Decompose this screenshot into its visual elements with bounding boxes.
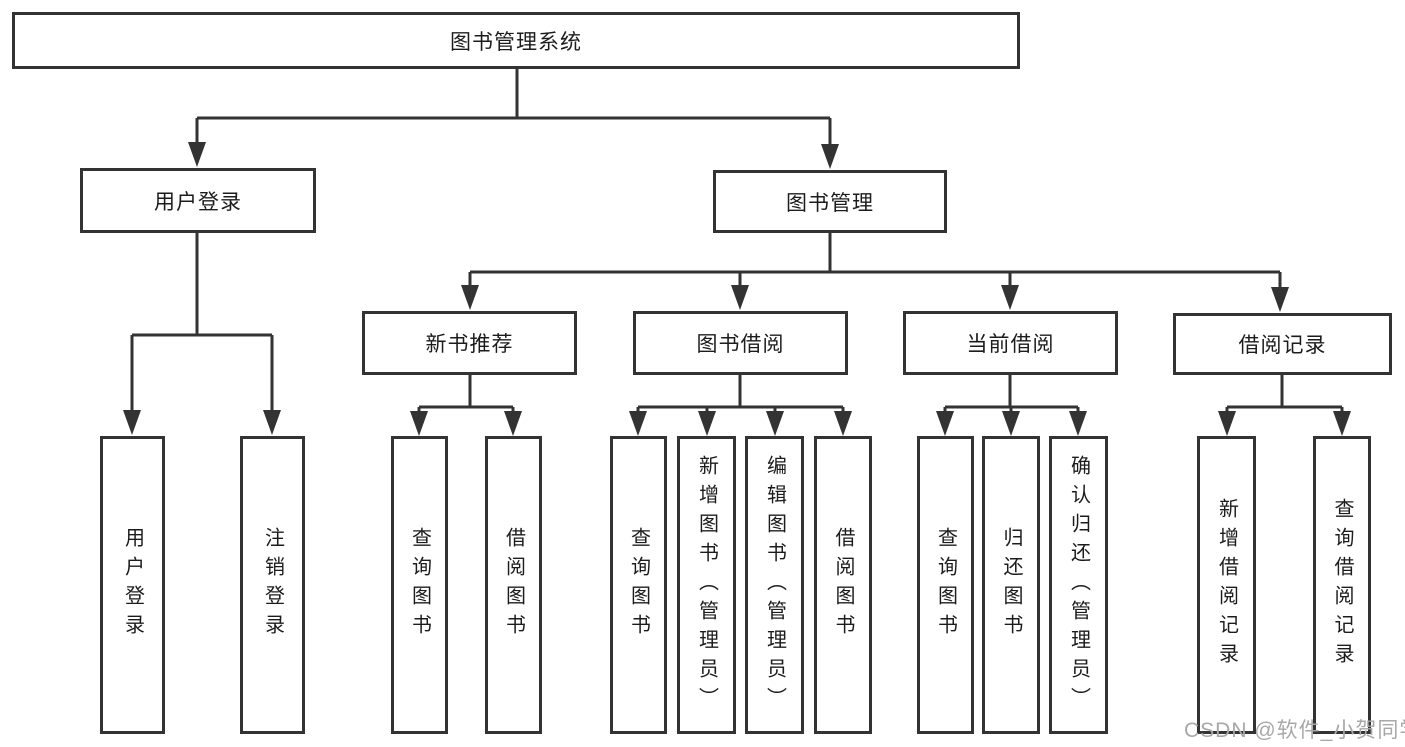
leaf-query-book-recommend: 查询图书 (391, 436, 448, 734)
leaf-label: 确认归还（管理员） (1067, 454, 1090, 716)
leaf-add-borrow-record: 新增借阅记录 (1197, 436, 1256, 734)
node-root: 图书管理系统 (12, 12, 1020, 69)
leaf-return-book: 归还图书 (982, 436, 1040, 734)
leaf-label: 注销登录 (261, 527, 284, 643)
leaf-label: 查询图书 (408, 527, 431, 643)
leaf-label: 编辑图书（管理员） (763, 454, 786, 716)
node-new-book-recommend: 新书推荐 (362, 311, 577, 375)
leaf-edit-book-admin: 编辑图书（管理员） (745, 436, 804, 734)
node-book-borrow-label: 图书借阅 (696, 333, 785, 356)
node-borrow-record-label: 借阅记录 (1238, 334, 1327, 357)
node-borrow-record: 借阅记录 (1173, 313, 1392, 375)
leaf-query-borrow-record: 查询借阅记录 (1313, 436, 1371, 734)
leaf-label: 归还图书 (1000, 527, 1022, 643)
leaf-query-book-borrow: 查询图书 (610, 436, 667, 734)
node-current-borrow: 当前借阅 (903, 311, 1118, 375)
node-new-book-recommend-label: 新书推荐 (425, 333, 514, 356)
leaf-borrow-book-recommend: 借阅图书 (485, 436, 542, 734)
leaf-label: 新增图书（管理员） (695, 454, 718, 716)
leaf-label: 借阅图书 (832, 527, 854, 643)
leaf-confirm-return-admin: 确认归还（管理员） (1049, 436, 1108, 734)
leaf-label: 用户登录 (121, 527, 144, 643)
csdn-watermark: CSDN @软件_小贺同学 (1184, 719, 1405, 742)
node-book-borrow: 图书借阅 (633, 311, 848, 375)
leaf-query-book-current: 查询图书 (917, 436, 974, 734)
leaf-borrow-book: 借阅图书 (814, 436, 872, 734)
leaf-add-book-admin: 新增图书（管理员） (677, 436, 736, 734)
node-user-login: 用户登录 (80, 168, 316, 233)
leaf-label: 借阅图书 (502, 527, 525, 643)
leaf-label: 查询图书 (934, 527, 957, 643)
node-book-management-label: 图书管理 (786, 191, 874, 215)
node-root-label: 图书管理系统 (450, 30, 582, 54)
leaf-label: 新增借阅记录 (1215, 498, 1238, 672)
node-book-management: 图书管理 (713, 170, 947, 233)
leaf-logout: 注销登录 (240, 436, 305, 734)
node-user-login-label: 用户登录 (154, 190, 242, 214)
leaf-label: 查询图书 (627, 527, 650, 643)
leaf-user-login: 用户登录 (100, 436, 165, 734)
leaf-label: 查询借阅记录 (1331, 498, 1353, 672)
node-current-borrow-label: 当前借阅 (966, 333, 1055, 356)
